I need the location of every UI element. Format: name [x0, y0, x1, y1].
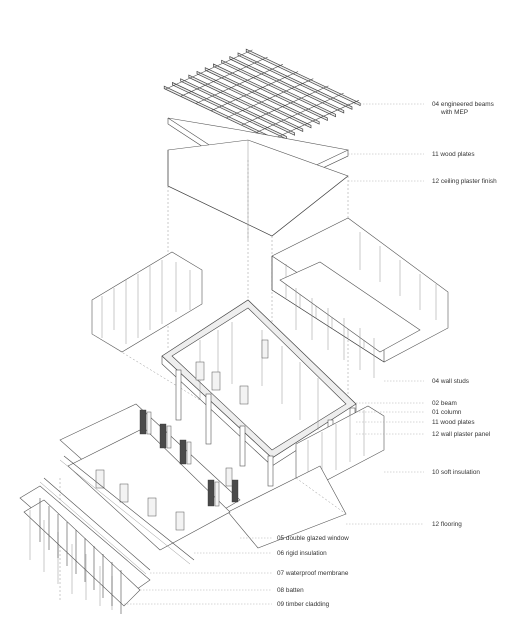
- label-ceiling-plaster: 12 ceiling plaster finish: [432, 178, 497, 185]
- waterproof-membrane: [39, 477, 151, 575]
- window-wall-outer: [59, 403, 241, 551]
- label-soft-insulation: 10 soft insulation: [432, 469, 480, 476]
- cross-beam: [226, 78, 314, 119]
- label-engineered-beams-line2: with MEP: [440, 109, 468, 116]
- cross-beam: [271, 100, 359, 140]
- label-rigid-insulation: 06 rigid insulation: [277, 550, 327, 557]
- label-waterproof-membrane: 07 waterproof membrane: [277, 570, 349, 577]
- rigid-insulation: [59, 455, 195, 565]
- cross-beam: [180, 56, 268, 97]
- label-beam: 02 beam: [432, 400, 457, 407]
- cross-beam: [165, 49, 253, 90]
- cross-beam: [211, 71, 299, 111]
- label-engineered-beams: 04 engineered beams: [432, 101, 494, 108]
- engineered-beams-grid: [163, 48, 361, 144]
- battens: [39, 498, 122, 614]
- double-glazed-windows: [95, 409, 239, 531]
- engineered-beam: [237, 52, 353, 110]
- cross-beam: [195, 64, 283, 104]
- engineered-beam: [229, 56, 345, 114]
- label-flooring: 12 flooring: [432, 521, 462, 528]
- wall-panel-right-inner: [279, 261, 421, 378]
- engineered-beam: [196, 70, 312, 129]
- label-batten: 08 batten: [277, 587, 304, 594]
- cross-beam: [256, 92, 344, 133]
- label-wood-plates-roof: 11 wood plates: [432, 151, 475, 158]
- label-column: 01 column: [432, 409, 462, 416]
- wall-panel-back-left: [91, 251, 203, 401]
- cross-beam: [241, 85, 329, 126]
- engineered-beam: [245, 48, 361, 107]
- engineered-beam: [188, 74, 304, 133]
- engineered-beam: [213, 63, 328, 121]
- label-wood-plates-wall: 11 wood plates: [432, 419, 475, 426]
- engineered-beam: [221, 59, 336, 118]
- label-wall-studs: 04 wall studs: [432, 378, 469, 385]
- label-timber-cladding: 09 timber cladding: [277, 601, 330, 608]
- labels: 04 engineered beams with MEP 11 wood pla…: [277, 101, 497, 608]
- engineered-beam: [180, 78, 295, 136]
- flooring: [227, 465, 347, 549]
- label-wall-plaster: 12 wall plaster panel: [432, 431, 490, 438]
- label-double-glazed-window: 05 double glazed window: [277, 535, 349, 542]
- engineered-beam: [204, 67, 320, 125]
- leader-lines: [124, 103, 424, 605]
